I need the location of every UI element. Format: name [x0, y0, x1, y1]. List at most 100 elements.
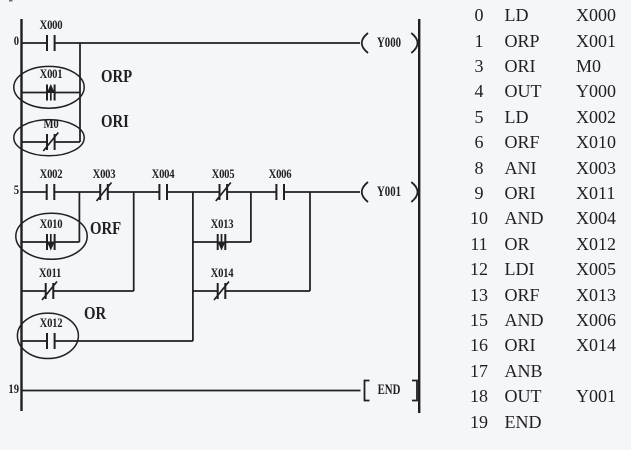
instruction-list: 0 LD X000 1 ORP X001 3 ORI M0 4 OUT Y000… — [0, 3, 631, 435]
contact-label-x013: X013 — [210, 215, 233, 231]
instruction-opcode: OUT — [504, 386, 542, 407]
highlight-ellipse-x010 — [15, 212, 88, 261]
contact-x012-symbol — [46, 333, 56, 349]
contact-label-x002: X002 — [39, 165, 62, 181]
instruction-step: 4 — [474, 81, 484, 102]
contact-label-x011: X011 — [38, 264, 61, 280]
instruction-opcode: ANB — [504, 360, 543, 381]
instruction-operand: X013 — [576, 284, 616, 305]
instruction-opcode: ORF — [504, 284, 540, 305]
instruction-row-17: 17 ANB — [0, 359, 631, 384]
instruction-operand: X003 — [576, 157, 616, 178]
instruction-step: 0 — [474, 5, 484, 26]
instruction-row-4: 4 OUT Y000 — [0, 79, 631, 104]
instruction-step: 19 — [470, 411, 488, 432]
contact-x002-symbol — [45, 184, 56, 200]
instruction-step: 17 — [470, 360, 488, 381]
instruction-opcode: AND — [504, 309, 544, 330]
instruction-operand: Y000 — [576, 81, 616, 102]
instruction-operand: X002 — [576, 106, 616, 127]
contact-x006-symbol — [275, 184, 285, 200]
instruction-step: 1 — [474, 30, 484, 51]
instruction-step: 5 — [474, 106, 484, 127]
coil-label-y000: Y000 — [376, 34, 402, 51]
instruction-operand: X010 — [576, 132, 616, 153]
instruction-opcode: LD — [504, 5, 529, 26]
contact-m0-symbol — [42, 131, 59, 152]
instruction-opcode: OR — [504, 233, 530, 254]
instruction-row-5: 5 LD X002 — [0, 105, 631, 130]
instruction-row-6: 6 ORF X010 — [0, 130, 631, 155]
contact-label-x014: X014 — [210, 264, 233, 280]
instruction-operand: X004 — [576, 208, 616, 229]
instruction-step: 10 — [470, 208, 488, 229]
contact-label-m0: M0 — [43, 115, 59, 131]
instruction-operand: X005 — [576, 259, 616, 280]
coil-y000-symbol — [360, 32, 419, 54]
instruction-operand: X014 — [576, 335, 616, 356]
instruction-step: 18 — [470, 386, 488, 407]
end-instruction-brackets — [363, 379, 418, 402]
contact-x001-symbol — [46, 84, 56, 101]
highlight-ellipse-x001 — [13, 65, 85, 109]
instruction-row-15: 15 AND X006 — [0, 308, 631, 333]
instruction-operand: X001 — [576, 30, 616, 51]
instruction-row-9: 9 ORI X011 — [0, 181, 631, 206]
contact-label-x006: X006 — [268, 165, 292, 181]
instruction-opcode: ORF — [504, 132, 540, 153]
contact-x013-symbol — [216, 234, 227, 251]
highlight-ellipse-x012 — [16, 312, 80, 360]
contact-label-x010: X010 — [39, 215, 63, 231]
instruction-step: 11 — [470, 233, 488, 254]
contact-x005-symbol — [215, 181, 232, 202]
contact-label-x005: X005 — [211, 165, 235, 181]
instruction-opcode: ANI — [504, 157, 537, 178]
contact-x011-symbol — [41, 280, 58, 301]
contact-label-x012: X012 — [39, 314, 63, 330]
highlight-ellipse-m0 — [13, 118, 85, 157]
annotation-orf: ORF — [90, 217, 122, 238]
instruction-row-13: 13 ORF X013 — [0, 283, 631, 308]
instruction-step: 8 — [474, 157, 484, 178]
instruction-row-0: 0 LD X000 — [0, 3, 631, 28]
instruction-row-10: 10 AND X004 — [0, 206, 631, 231]
instruction-row-11: 11 OR X012 — [0, 232, 631, 257]
step-marker-0: 0 — [13, 34, 19, 48]
instruction-row-1: 1 ORP X001 — [0, 29, 631, 54]
contact-x014-symbol — [213, 280, 230, 301]
instruction-opcode: END — [504, 411, 542, 432]
instruction-step: 3 — [474, 56, 484, 77]
instruction-opcode: LDI — [504, 259, 535, 280]
instruction-opcode: ORP — [504, 30, 540, 51]
crop-artifact — [9, 0, 13, 2]
instruction-step: 15 — [470, 309, 488, 330]
instruction-row-8: 8 ANI X003 — [0, 156, 631, 181]
instruction-opcode: ORI — [504, 335, 536, 356]
instruction-operand: X011 — [576, 183, 616, 204]
contact-x010-symbol — [46, 234, 56, 251]
instruction-step: 9 — [474, 183, 484, 204]
contact-label-x004: X004 — [151, 165, 175, 181]
instruction-opcode: ORI — [504, 56, 536, 77]
instruction-operand: X012 — [576, 233, 616, 254]
instruction-opcode: ORI — [504, 183, 536, 204]
contact-label-x000: X000 — [39, 16, 63, 32]
instruction-operand: Y001 — [576, 386, 616, 407]
instruction-step: 13 — [470, 284, 488, 305]
instruction-row-3: 3 ORI M0 — [0, 54, 631, 79]
instruction-operand: X006 — [576, 309, 616, 330]
step-marker-5: 5 — [13, 183, 19, 197]
annotation-orp: ORP — [101, 66, 133, 86]
annotation-ori: ORI — [101, 110, 129, 131]
instruction-operand: X000 — [576, 5, 616, 26]
instruction-step: 16 — [470, 335, 488, 356]
contact-label-x003: X003 — [92, 165, 116, 181]
step-marker-19: 19 — [8, 381, 19, 396]
annotation-or: OR — [84, 303, 107, 323]
contact-x004-symbol — [158, 184, 168, 200]
coil-y001-symbol — [360, 181, 419, 203]
coil-label-y001: Y001 — [376, 183, 402, 200]
instruction-row-12: 12 LDI X005 — [0, 257, 631, 282]
